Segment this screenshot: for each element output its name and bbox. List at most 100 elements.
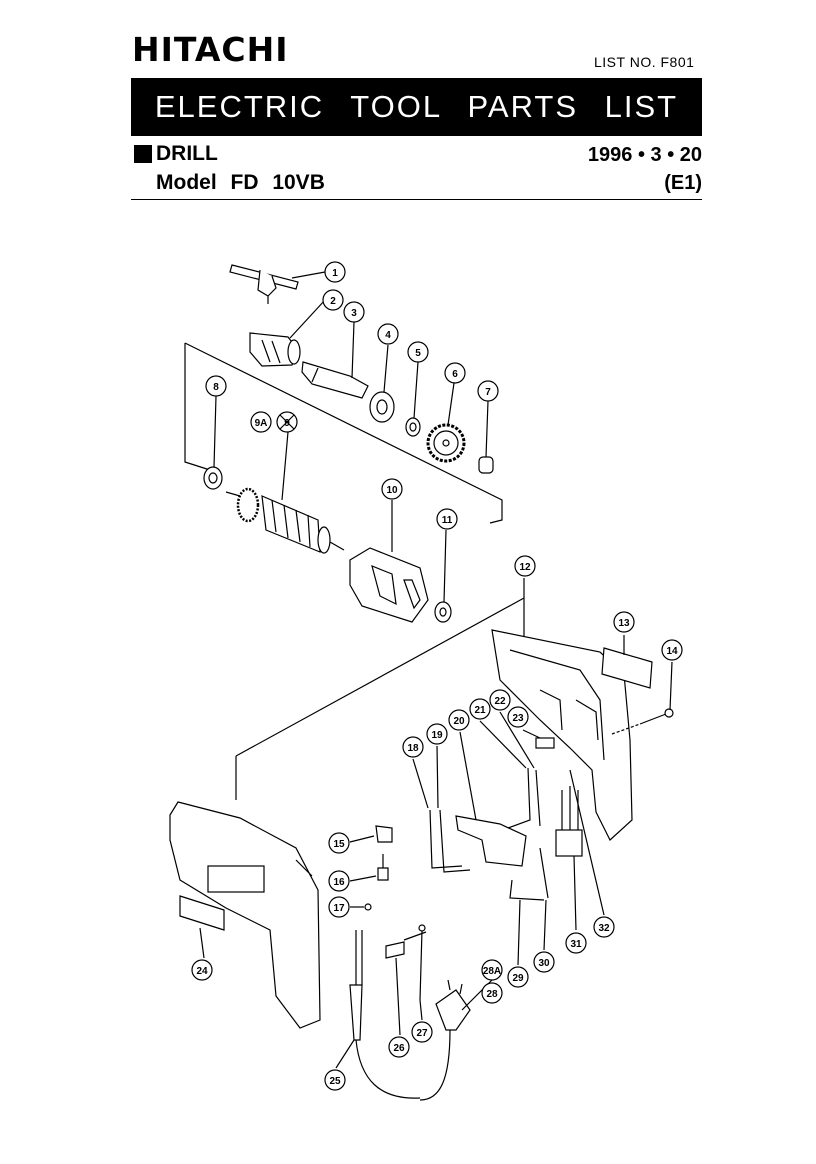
- callout-label: 14: [666, 646, 678, 657]
- callout-label: 13: [618, 618, 630, 629]
- gear-part: [426, 423, 466, 463]
- callout-12: 12: [514, 555, 536, 577]
- callout-label: 28A: [483, 966, 501, 977]
- callout-label: 5: [415, 348, 421, 359]
- callout-8: 8: [205, 375, 227, 397]
- callout-label: 1: [332, 268, 338, 279]
- title-banner: ELECTRIC TOOL PARTS LIST: [131, 78, 702, 136]
- callout-23: 23: [507, 706, 529, 728]
- callout-27: 27: [411, 1021, 433, 1043]
- brush-holder-part: [535, 737, 555, 749]
- callout-29: 29: [507, 966, 529, 988]
- callout-label: 21: [474, 705, 486, 716]
- spindle-part: [301, 361, 369, 399]
- callout-label: 29: [512, 973, 524, 984]
- callout-20: 20: [448, 709, 470, 731]
- callout-10: 10: [381, 478, 403, 500]
- callout-7: 7: [477, 380, 499, 402]
- steel-ball-part: [364, 903, 372, 911]
- callout-32: 32: [593, 916, 615, 938]
- front-bearing-part: [434, 601, 452, 623]
- housing-set-part: [169, 801, 321, 1029]
- callout-label: 20: [453, 716, 465, 727]
- bushing-part: [478, 456, 494, 474]
- callout-label: 24: [196, 966, 208, 977]
- callout-label: 22: [494, 696, 506, 707]
- armature-part: [225, 487, 345, 554]
- callout-30: 30: [533, 951, 555, 973]
- ball-bearing-part: [369, 391, 395, 423]
- callout-9: 9: [276, 411, 298, 433]
- name-plate-part: [601, 647, 653, 689]
- callout-2: 2: [322, 289, 344, 311]
- screw-part: [419, 929, 423, 1001]
- internal-wire-part: [429, 809, 463, 869]
- noise-suppressor-part: [555, 786, 583, 857]
- callout-1: 1: [324, 261, 346, 283]
- chuck-part: [249, 332, 301, 367]
- cord-clip-part: [385, 941, 405, 959]
- callout-label: 3: [351, 308, 357, 319]
- callout-label: 2: [330, 296, 336, 307]
- callout-6: 6: [444, 362, 466, 384]
- callout-4: 4: [377, 323, 399, 345]
- category-heading: DRILL: [134, 142, 218, 166]
- callout-label: 27: [416, 1028, 428, 1039]
- callout-3: 3: [343, 301, 365, 323]
- callout-15: 15: [328, 832, 350, 854]
- callout-label: 23: [512, 713, 524, 724]
- callout-label: 4: [385, 330, 391, 341]
- brand-logo: HITACHI: [132, 30, 289, 69]
- square-bullet-icon: [134, 145, 152, 163]
- callout-31: 31: [565, 932, 587, 954]
- category-label: DRILL: [156, 142, 218, 165]
- stator-housing-part: [349, 547, 429, 623]
- callout-label: 26: [393, 1043, 405, 1054]
- callout-11: 11: [436, 508, 458, 530]
- edition-code: (E1): [664, 172, 702, 194]
- callout-label: 19: [431, 730, 443, 741]
- switch-part: [455, 815, 527, 867]
- callout-label: 32: [598, 923, 610, 934]
- cord-plug-part: [419, 979, 471, 1101]
- callout-label: 16: [333, 877, 345, 888]
- callout-label: 31: [570, 939, 582, 950]
- washer-part: [405, 417, 421, 437]
- callout-25: 25: [324, 1069, 346, 1091]
- issue-date: 1996 • 3 • 20: [587, 144, 702, 166]
- callout-14: 14: [661, 639, 683, 661]
- callout-label: 8: [213, 382, 219, 393]
- callout-label: 17: [333, 903, 345, 914]
- spring-part: [377, 867, 389, 881]
- rear-bearing-part: [203, 466, 223, 490]
- callout-label: 18: [407, 743, 419, 754]
- callout-21: 21: [469, 698, 491, 720]
- callout-label: 12: [519, 562, 531, 573]
- callout-13: 13: [613, 611, 635, 633]
- chuck-key-part: [229, 264, 299, 304]
- callout-24: 24: [191, 959, 213, 981]
- callout-22: 22: [489, 689, 511, 711]
- callout-17: 17: [328, 896, 350, 918]
- callout-9a: 9A: [250, 411, 272, 433]
- callout-label: 30: [538, 958, 550, 969]
- callout-label: 25: [329, 1076, 341, 1087]
- reversing-lever-part: [375, 825, 393, 843]
- tapping-screw-part: [639, 708, 674, 725]
- callout-26: 26: [388, 1036, 410, 1058]
- callout-label: 11: [442, 515, 453, 526]
- model-label: Model FD 10VB: [156, 171, 325, 194]
- callout-label: 6: [452, 369, 458, 380]
- callout-label: 7: [485, 387, 491, 398]
- list-number: LIST NO. F801: [594, 54, 695, 70]
- callout-28: 28: [481, 982, 503, 1004]
- callout-5: 5: [407, 341, 429, 363]
- header-divider: [131, 199, 702, 200]
- banner-title: ELECTRIC TOOL PARTS LIST: [154, 89, 679, 124]
- callout-18: 18: [402, 736, 424, 758]
- callout-16: 16: [328, 870, 350, 892]
- callout-label: 10: [386, 485, 398, 496]
- callout-label: 28: [486, 989, 498, 1000]
- callout-label: 9A: [255, 418, 268, 429]
